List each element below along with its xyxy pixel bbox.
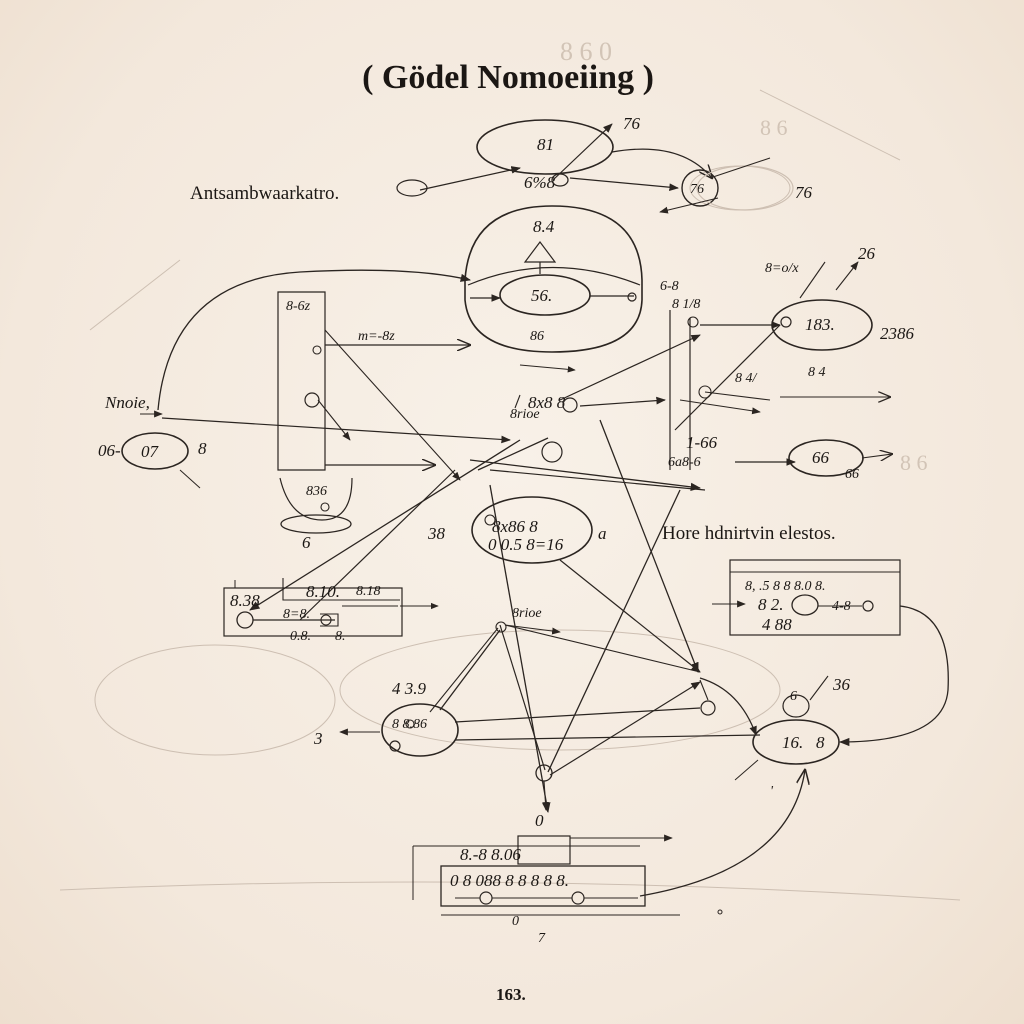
bottom-structure: 0 8.-8 8.06 0 8 088 8 8 8 8 8. 0 7 ' [412, 764, 805, 946]
lower-right-top: 36 [832, 675, 851, 694]
bracket-oval-label: 836 [306, 484, 327, 499]
right-box-top: 8, .5 8 8 8.0 8. [745, 579, 826, 594]
middle-right-column: 8 1/8 6-8 1-66 6a8-6 8=o/x 26 [660, 244, 876, 470]
svg-text:8 6: 8 6 [760, 115, 788, 140]
svg-text:8 6 0: 8 6 0 [560, 37, 612, 66]
top-cluster: 81 6%8 76 76 76 [396, 114, 813, 214]
top-arrow-in [419, 166, 521, 191]
top-right-ghost-oval [696, 165, 794, 211]
right-upper-num: 26 [858, 244, 876, 263]
svg-text:6: 6 [790, 689, 797, 704]
upper-left-bracket-label: 8-6z [286, 299, 311, 314]
right-box: 8, .5 8 8 8.0 8. 8 2. 4-8 4 88 [712, 559, 949, 747]
bottom-box-foot: 7 [538, 931, 546, 946]
mid-note: 8rioe [510, 407, 540, 422]
right-oval-node: 183. 2386 8 4/ 8 4 [679, 299, 915, 415]
left-box: 8.38 8.10. 8.18 8=8. 0.8. 8. [223, 578, 439, 644]
bottom-return-arc [639, 770, 805, 897]
center-hub: 8x8 8 8rioe 8x86 8 0 0.5 8=16 38 a [249, 334, 706, 814]
bracket-oval-below: 6 [302, 533, 311, 552]
center-oval-top: 8x86 8 [492, 517, 538, 536]
top-arrow-diag [552, 123, 613, 181]
cylinder-body [464, 205, 643, 353]
lower-left-oval-node: 4 3.9 8 8.86 3 8rioe [313, 606, 761, 757]
right-mid-oval-node: 66 66 [788, 439, 892, 482]
lower-right-side: 8 [816, 733, 825, 752]
center-oval [471, 496, 593, 564]
left-oval-node: 07 06- 8 [98, 432, 207, 489]
left-oval-label: 07 [141, 442, 160, 461]
page-number: 163. [496, 985, 526, 1004]
left-box-c: 8.18 [356, 584, 381, 599]
top-oval-below-label: 6%8 [524, 173, 556, 192]
top-oval-label: 81 [537, 135, 554, 154]
lower-left-side: 3 [313, 729, 323, 748]
right-box-bottom: 4 88 [762, 615, 792, 634]
center-node-label: 8x8 8 [528, 393, 566, 412]
svg-text:': ' [770, 784, 774, 799]
bottom-box-head: 8.-8 8.06 [460, 845, 521, 864]
top-right-label: 76 [623, 114, 641, 133]
left-oval-suffix: 8 [198, 439, 207, 458]
svg-text:8 4: 8 4 [808, 365, 826, 380]
bottom-box-row: 0 8 088 8 8 8 8 8. [450, 871, 569, 890]
right-upper-eq: 8=o/x [765, 261, 799, 276]
cylinder-inner-label: 56. [531, 286, 552, 305]
right-box-loop [838, 605, 949, 747]
center-oval-left: 38 [427, 524, 446, 543]
mid-col-b: 6a8-6 [668, 455, 701, 470]
top-arrow-right [569, 177, 679, 192]
right-mid-tag: 6-8 [660, 279, 679, 294]
left-horizontal-line [161, 417, 511, 444]
top-right-arrow-out [659, 197, 719, 214]
right-mid-oval-label: 66 [812, 448, 830, 467]
svg-text:4-8: 4-8 [832, 599, 851, 614]
left-box-b: 8.10. [306, 582, 340, 601]
page-title: ( Gödel Nomoeiing ) [362, 59, 654, 96]
svg-text:8 6: 8 6 [900, 450, 928, 475]
svg-text:0: 0 [512, 914, 519, 929]
left-note: Nnoie, [104, 393, 150, 412]
cylinder-bottom-label: 86 [530, 329, 544, 344]
lower-left-note: 4 3.9 [392, 679, 427, 698]
left-box-e: 0.8. [290, 629, 311, 644]
left-long-arc [157, 269, 472, 411]
mid-col-a: 1-66 [686, 433, 718, 452]
left-oval-prefix: 06- [98, 441, 121, 460]
left-structure: Nnoie, 8-6z m=-8z 836 6 [104, 269, 511, 552]
top-left-small [396, 179, 428, 197]
bottom-node-label: 0 [535, 811, 544, 830]
lower-left-oval-label: 8 8.86 [392, 717, 427, 732]
arrow-eq-label: m=-8z [358, 329, 395, 344]
svg-text:a: a [598, 524, 607, 543]
cylinder-top-label: 8.4 [533, 217, 555, 236]
right-box-mid: 8 2. [758, 595, 784, 614]
svg-text:8 4/: 8 4/ [735, 371, 758, 386]
top-right-node [681, 169, 719, 207]
ghost-marks: 8 6 0 8 6 8 6 [59, 37, 961, 901]
right-mid-top-label: 8 1/8 [672, 297, 700, 312]
top-far-right-label: 76 [795, 183, 813, 202]
side-note: Hore hdnirtvin elestos. [662, 523, 836, 544]
lower-right-oval-label: 16. [782, 733, 803, 752]
triangle-icon [523, 241, 557, 263]
right-oval-label: 183. [805, 315, 835, 334]
right-mid-below: 66 [845, 467, 859, 482]
left-box-a: 8.38 [230, 591, 260, 610]
svg-text:8.: 8. [335, 629, 346, 644]
top-arc [611, 148, 712, 178]
left-box-d: 8=8. [283, 607, 310, 622]
upper-left-bracket [277, 291, 326, 471]
right-oval-side: 2386 [880, 324, 915, 343]
top-right-arrow-up [709, 157, 771, 179]
top-oval [476, 119, 614, 175]
lower-right-oval-node: 16. 8 6 36 [549, 675, 851, 781]
svg-text:8rioe: 8rioe [512, 606, 542, 621]
cylinder-node: 8.4 56. 86 [464, 205, 643, 373]
center-oval-bottom: 0 0.5 8=16 [488, 535, 564, 554]
page-subtitle: Antsambwaarkatro. [190, 183, 339, 204]
bracket-oval [280, 514, 352, 534]
